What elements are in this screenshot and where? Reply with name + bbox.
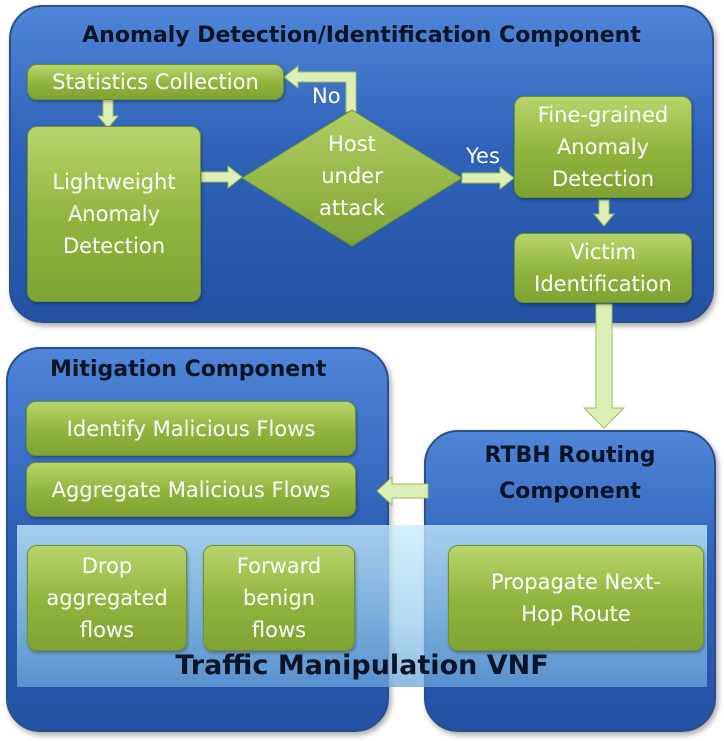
no-label: No — [312, 84, 341, 108]
decision-line: under — [321, 164, 383, 188]
panel-title: Mitigation Component — [50, 357, 327, 382]
drop-aggregated-flows-box: Drop aggregated flows — [27, 545, 187, 651]
box-label-line: Drop — [81, 554, 133, 578]
panel-title: Anomaly Detection/Identification Compone… — [82, 23, 641, 48]
box-label-line: Lightweight — [52, 170, 176, 194]
box-label-line: Propagate Next- — [490, 570, 662, 594]
arrow-stats-to-lightweight — [96, 97, 120, 129]
box-label-line: Hop Route — [521, 602, 631, 626]
arrow-victim-to-rtbh — [582, 303, 626, 429]
arrow-yes-to-fine — [461, 165, 515, 191]
box-label-line: aggregated — [46, 586, 168, 610]
victim-identification-box: Victim Identification — [514, 233, 692, 303]
box-label: Identify Malicious Flows — [66, 416, 316, 441]
box-label-line: Fine-grained — [537, 103, 669, 127]
arrow-fine-to-victim — [592, 199, 616, 227]
panel-title: RTBH Routing Component — [426, 438, 714, 510]
propagate-next-hop-route-box: Propagate Next- Hop Route — [448, 545, 704, 651]
fine-grained-anomaly-detection-box: Fine-grained Anomaly Detection — [514, 96, 692, 198]
box-label: Statistics Collection — [52, 70, 259, 94]
traffic-manipulation-vnf-label: Traffic Manipulation VNF — [175, 650, 549, 681]
arrow-no-to-stats — [283, 64, 357, 113]
yes-label: Yes — [466, 144, 500, 168]
box-label-line: benign — [242, 586, 316, 610]
box-label-line: Anomaly — [556, 135, 650, 159]
lightweight-anomaly-detection-box: Lightweight Anomaly Detection — [27, 126, 201, 302]
decision-text: Host under attack — [300, 128, 404, 224]
panel-title-line: Component — [499, 479, 641, 504]
decision-diamond — [241, 109, 463, 247]
box-label-line: Detection — [62, 234, 166, 258]
box-label-line: Forward — [236, 554, 322, 578]
panel-title-line: RTBH Routing — [484, 443, 656, 468]
box-label-line: Anomaly — [67, 202, 161, 226]
box-label-line: Detection — [551, 167, 655, 191]
decision-line: Host — [328, 132, 376, 156]
decision-line: attack — [319, 196, 385, 220]
box-label-line: flows — [79, 618, 135, 642]
arrow-lightweight-to-decision — [200, 164, 243, 190]
aggregate-malicious-flows-box: Aggregate Malicious Flows — [26, 462, 356, 517]
arrow-rtbh-to-mitigation — [376, 475, 429, 507]
forward-benign-flows-box: Forward benign flows — [203, 545, 355, 651]
box-label-line: flows — [251, 618, 307, 642]
box-label-line: Identification — [534, 272, 672, 296]
identify-malicious-flows-box: Identify Malicious Flows — [26, 401, 356, 456]
statistics-collection-box: Statistics Collection — [27, 64, 284, 100]
box-label-line: Victim — [570, 240, 636, 264]
box-label: Aggregate Malicious Flows — [51, 477, 331, 502]
